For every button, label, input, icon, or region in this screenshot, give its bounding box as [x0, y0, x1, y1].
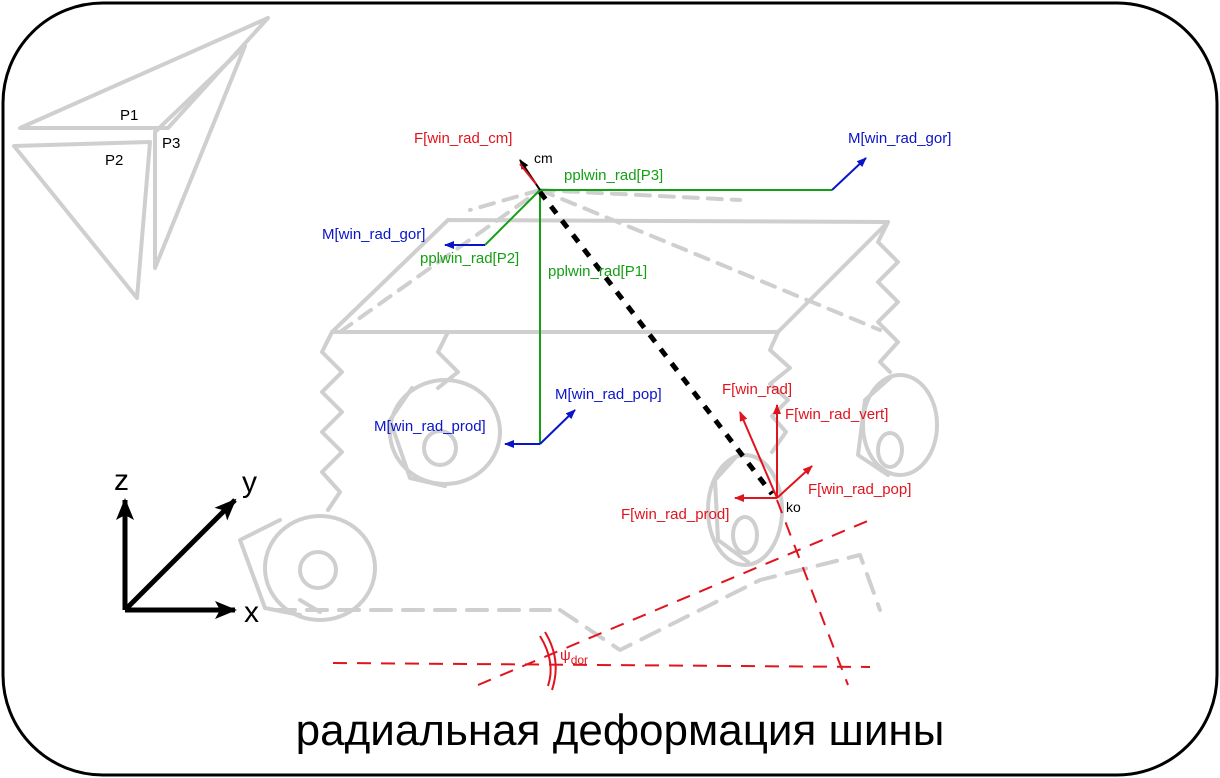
- road-angle-lines: [332, 499, 871, 686]
- label-m-win-rad-pop: M[win_rad_pop]: [555, 386, 662, 403]
- icon-label-p3: P3: [162, 135, 180, 152]
- angle-arcs: [539, 631, 557, 691]
- caption: радиальная деформация шины: [296, 706, 945, 755]
- axis-label-y: y: [242, 466, 257, 499]
- label-f-win-rad-cm: F[win_rad_cm]: [414, 130, 512, 147]
- label-pplwin-rad-p3: pplwin_rad[P3]: [564, 167, 663, 184]
- ppl-lines: [484, 189, 832, 444]
- f-win-rad-cm-arrow: [519, 163, 537, 185]
- psi-symbol: ψ: [560, 647, 571, 664]
- axis-label-x: x: [244, 596, 259, 629]
- icon-label-p1: P1: [120, 107, 138, 124]
- label-f-win-rad-vert: F[win_rad_vert]: [785, 406, 888, 423]
- label-pplwin-rad-p2: pplwin_rad[P2]: [420, 250, 519, 267]
- moment-arrows: [444, 157, 867, 448]
- axis-label-z: z: [114, 464, 129, 497]
- label-m-win-rad-gor-right: M[win_rad_gor]: [848, 130, 951, 147]
- label-f-win-rad-pop: F[win_rad_pop]: [808, 481, 911, 498]
- label-f-win-rad-prod: F[win_rad_prod]: [621, 506, 729, 523]
- label-pplwin-rad-p1: pplwin_rad[P1]: [548, 263, 647, 280]
- label-m-win-rad-gor-left: M[win_rad_gor]: [322, 226, 425, 243]
- label-cm: cm: [534, 150, 553, 166]
- label-f-win-rad: F[win_rad]: [722, 381, 792, 398]
- orientation-icon: [12, 16, 270, 300]
- force-arrows: [734, 404, 813, 502]
- label-ko: ko: [786, 499, 801, 515]
- label-psi-dor: ψdor: [560, 647, 588, 667]
- coordinate-axes: [116, 498, 237, 619]
- label-m-win-rad-prod: M[win_rad_prod]: [374, 418, 486, 435]
- psi-subscript: dor: [571, 653, 588, 667]
- vehicle-drawing: [238, 188, 939, 652]
- icon-label-p2: P2: [105, 152, 123, 169]
